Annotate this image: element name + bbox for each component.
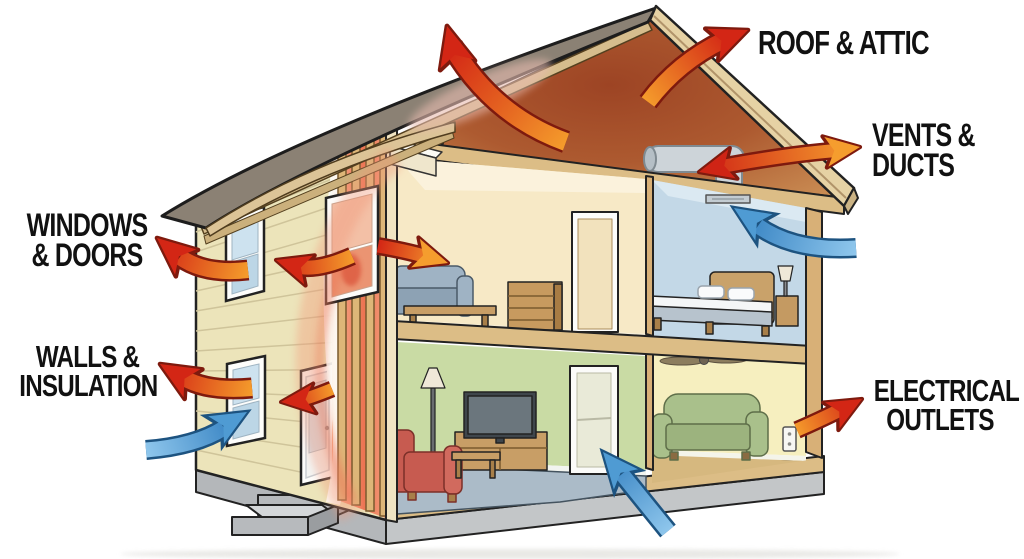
label-roof-attic: ROOF & ATTIC [758,24,930,61]
corner-cut-edge [385,123,398,523]
wall-window-out-arrow [271,245,356,286]
label-walls-insulation-line1: WALLS & [35,339,140,374]
bed [649,271,775,337]
lower-window-arrow [151,349,253,399]
label-walls-insulation: WALLS & INSULATION [19,339,158,404]
label-windows-doors-line2: & DOORS [31,237,143,274]
label-roof-attic-text: ROOF & ATTIC [758,24,930,61]
roof-eave-fascia [205,121,456,237]
air-arrows [145,194,857,538]
structure-bands [343,175,823,471]
electrical-outlet [782,426,797,452]
heat-arrows [146,14,870,439]
television [463,391,537,444]
door-arrow [277,381,336,419]
label-vents-ducts: VENTS & DUCTS [872,117,975,184]
family-room [651,346,822,483]
vents-ducts-arrow [695,131,862,187]
green-couch [651,393,769,461]
bedroom [649,180,806,357]
window-infiltration-arrow [145,398,255,460]
dresser [507,281,563,331]
upper-window-arrow [146,225,250,282]
outlet-arrow [793,385,870,439]
label-windows-doors-line1: WINDOWS [26,207,148,243]
label-vents-ducts-line2: DUCTS [872,147,955,184]
label-electrical-outlets-line2: OUTLETS [886,402,994,438]
upstairs-door [571,211,619,333]
floor-infiltration-arrow [590,441,676,538]
roof-eave-tip [843,187,859,215]
wall-into-room-arrow [376,238,453,279]
label-vents-ducts-line1: VENTS & [872,117,975,153]
label-electrical-outlets-line1: ELECTRICAL [873,373,1020,408]
label-walls-insulation-line2: INSULATION [19,368,158,404]
bedside-lamp [777,265,794,297]
nightstand [775,295,799,327]
coffee-table [451,451,501,479]
living-room [387,342,647,515]
ceiling-vent [705,194,751,204]
attic-exit-arrow [639,14,754,109]
ground-shadow [120,549,900,559]
label-windows-doors: WINDOWS & DOORS [21,207,154,274]
label-electrical-outlets: ELECTRICAL OUTLETS [873,373,1020,438]
bedroom-infiltration-arrow [725,194,857,259]
roof-leak-arrow [430,21,571,153]
